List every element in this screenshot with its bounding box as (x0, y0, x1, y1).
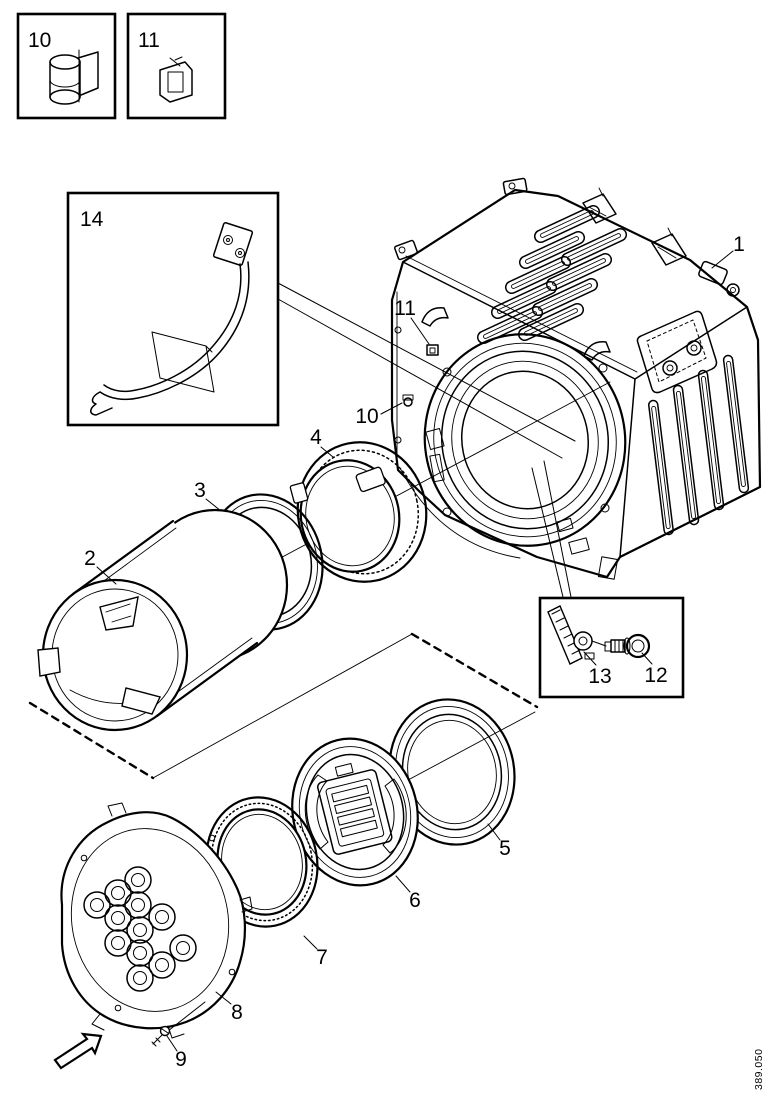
ribbed-ring-part (289, 441, 428, 583)
tub-assembly (390, 177, 762, 580)
inset-10-label: 10 (28, 29, 51, 52)
inset-box-12-13: 13 12 (538, 596, 685, 699)
screw-part (151, 1001, 206, 1047)
callout-3: 3 (194, 479, 206, 502)
callout-13: 13 (588, 665, 611, 688)
perforated-plate-part (60, 802, 253, 1039)
callout-9: 9 (175, 1048, 187, 1071)
inset-box-10: 10 (16, 12, 117, 120)
gasket-clips (442, 363, 610, 517)
inset-box-11: 11 (126, 12, 227, 120)
inset-14-label: 14 (80, 208, 104, 231)
front-hook-left (421, 307, 449, 327)
bracket-strap-icon (90, 222, 254, 416)
nut-11-target (426, 344, 439, 356)
callout-8: 8 (231, 1001, 243, 1024)
bolt-12-icon (604, 633, 651, 659)
direction-arrow (53, 1032, 103, 1070)
inset-box-14: 14 (66, 191, 280, 427)
drawing-number: 389.050 (753, 1049, 765, 1090)
callout-6: 6 (409, 889, 421, 912)
callout-7: 7 (316, 946, 328, 969)
clip-10-target (402, 394, 414, 407)
callout-11: 11 (394, 297, 416, 320)
door-gasket-opening (423, 333, 627, 547)
callout-4: 4 (310, 426, 322, 449)
inner-door-part (291, 737, 419, 887)
drum-part (37, 508, 289, 732)
callout-5: 5 (499, 837, 511, 860)
top-edge-brackets (394, 177, 740, 297)
callout-12: 12 (644, 664, 667, 687)
leader-lines (277, 282, 576, 598)
side-panel-slots (648, 354, 750, 536)
side-access-panel (636, 310, 718, 394)
callout-1: 1 (733, 233, 745, 256)
callout-labels: 1 11 10 2 3 4 5 6 7 8 9 (84, 233, 745, 1071)
callout-10: 10 (355, 405, 378, 428)
top-vent-slots (476, 204, 628, 345)
front-hook-right (583, 341, 611, 361)
hose-clamp-icon (49, 49, 99, 105)
callout-2: 2 (84, 547, 96, 570)
clip-icon (159, 56, 193, 103)
plate-grommets (83, 866, 197, 992)
inset-11-label: 11 (138, 29, 160, 52)
